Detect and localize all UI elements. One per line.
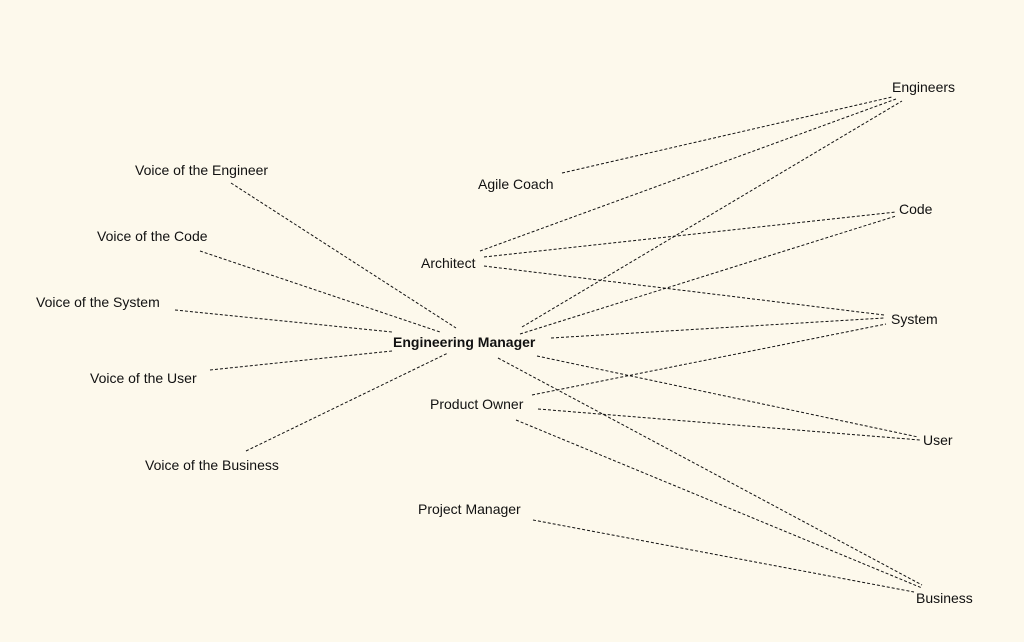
node-voice-of-the-business: Voice of the Business	[145, 457, 279, 473]
edge-agile-to-engineers	[561, 96, 893, 174]
edge-v_user-to-em	[209, 350, 393, 371]
node-product-owner: Product Owner	[430, 396, 524, 412]
edge-em-to-code	[519, 215, 897, 335]
node-voice-of-the-system: Voice of the System	[36, 294, 160, 310]
node-user: User	[923, 432, 953, 448]
node-voice-of-the-user: Voice of the User	[90, 370, 197, 386]
edge-pm-to-business	[532, 519, 915, 593]
node-project-manager: Project Manager	[418, 501, 521, 517]
edge-em-to-engineers	[521, 100, 903, 328]
node-system: System	[891, 311, 938, 327]
node-agile-coach: Agile Coach	[478, 176, 554, 192]
node-business: Business	[916, 590, 973, 606]
node-voice-of-the-engineer: Voice of the Engineer	[135, 162, 269, 178]
edge-po-to-business	[515, 419, 923, 589]
edge-v_code-to-em	[199, 250, 441, 333]
edge-arch-to-code	[483, 211, 897, 258]
node-voice-of-the-code: Voice of the Code	[97, 228, 208, 244]
edge-em-to-business	[497, 357, 923, 586]
node-engineers: Engineers	[892, 79, 956, 95]
edge-arch-to-system	[483, 265, 885, 316]
node-code: Code	[899, 201, 933, 217]
edge-po-to-system	[531, 323, 887, 396]
node-architect: Architect	[421, 255, 476, 271]
edge-arch-to-engineers	[479, 98, 897, 252]
edge-po-to-user	[537, 408, 921, 441]
edge-v_bus-to-em	[245, 352, 449, 452]
edge-em-to-system	[550, 317, 885, 339]
edge-v_sys-to-em	[174, 309, 393, 333]
node-engineering-manager: Engineering Manager	[393, 334, 536, 350]
